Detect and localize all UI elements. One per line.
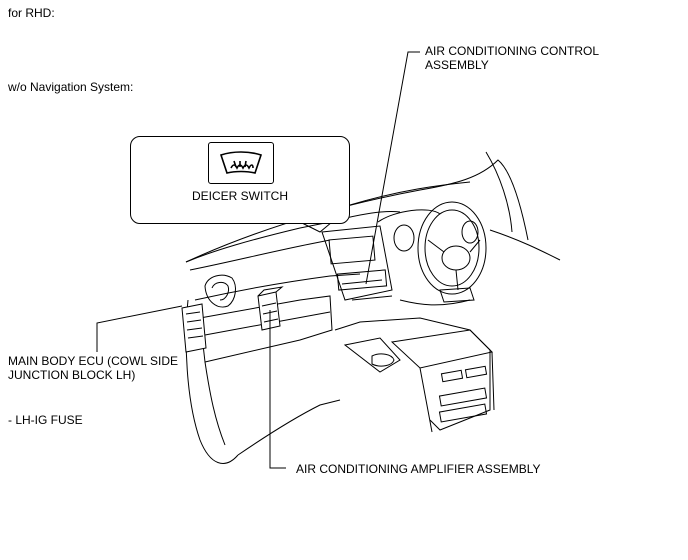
steering-wheel-inner [424, 209, 480, 287]
dashboard-front-face [194, 273, 361, 301]
console-box-side [419, 351, 495, 433]
left-vent [204, 274, 236, 308]
console-front [343, 337, 401, 373]
main-body-ecu-illustration [181, 303, 207, 353]
callout-pointer [299, 221, 333, 233]
steering-spoke [427, 239, 481, 291]
main-body-ecu-label-line2: JUNCTION BLOCK LH) [8, 368, 136, 382]
kick-panel [204, 361, 226, 446]
console-cupholder [371, 353, 395, 367]
rear-panel-2 [438, 403, 488, 423]
steering-hub [441, 245, 471, 271]
ac-control-label-line2: ASSEMBLY [425, 58, 489, 72]
ac-control-label-line1: AIR CONDITIONING CONTROL [425, 44, 600, 58]
leader-ac-control [365, 51, 420, 285]
left-vent-inner [211, 281, 229, 301]
steering-column [439, 287, 475, 303]
right-lower-line [399, 299, 471, 306]
for-rhd-heading: for RHD: [8, 6, 55, 20]
console-shift-area [351, 295, 393, 301]
rear-panel-1 [438, 387, 488, 407]
gauge-right [461, 220, 479, 244]
gauge-left [393, 224, 415, 252]
steering-wheel-rim [417, 201, 487, 295]
floor-line [237, 399, 341, 456]
leader-ac-amplifier [269, 310, 286, 469]
deicer-switch-face [208, 142, 274, 184]
dashboard-top-edge [189, 239, 331, 271]
center-display [328, 235, 376, 265]
rear-vent-left [440, 369, 464, 383]
ac-amplifier-label: AIR CONDITIONING AMPLIFIER ASSEMBLY [296, 462, 541, 476]
variant-heading: w/o Navigation System: [8, 80, 134, 94]
instrument-cluster-hood [377, 209, 441, 223]
main-body-ecu-label-line1: MAIN BODY ECU (COWL SIDE [8, 354, 179, 368]
ac-amplifier-illustration [257, 286, 284, 331]
dashboard-top [185, 211, 401, 263]
rear-vent-right [464, 365, 488, 379]
deicer-switch-callout: DEICER SWITCH [130, 136, 350, 224]
lh-ig-fuse-label: - LH-IG FUSE [8, 413, 83, 427]
console-box [390, 329, 493, 369]
ac-control-slot [341, 279, 383, 285]
windshield-deicer-icon [219, 151, 263, 174]
ac-control-panel [336, 269, 388, 291]
leader-main-body-ecu [96, 305, 183, 352]
deicer-switch-label: DEICER SWITCH [192, 189, 288, 203]
windshield-outline [185, 159, 529, 263]
a-pillar [349, 181, 471, 206]
center-console [334, 317, 491, 431]
roof-line [485, 151, 513, 233]
right-door-line [489, 229, 561, 261]
